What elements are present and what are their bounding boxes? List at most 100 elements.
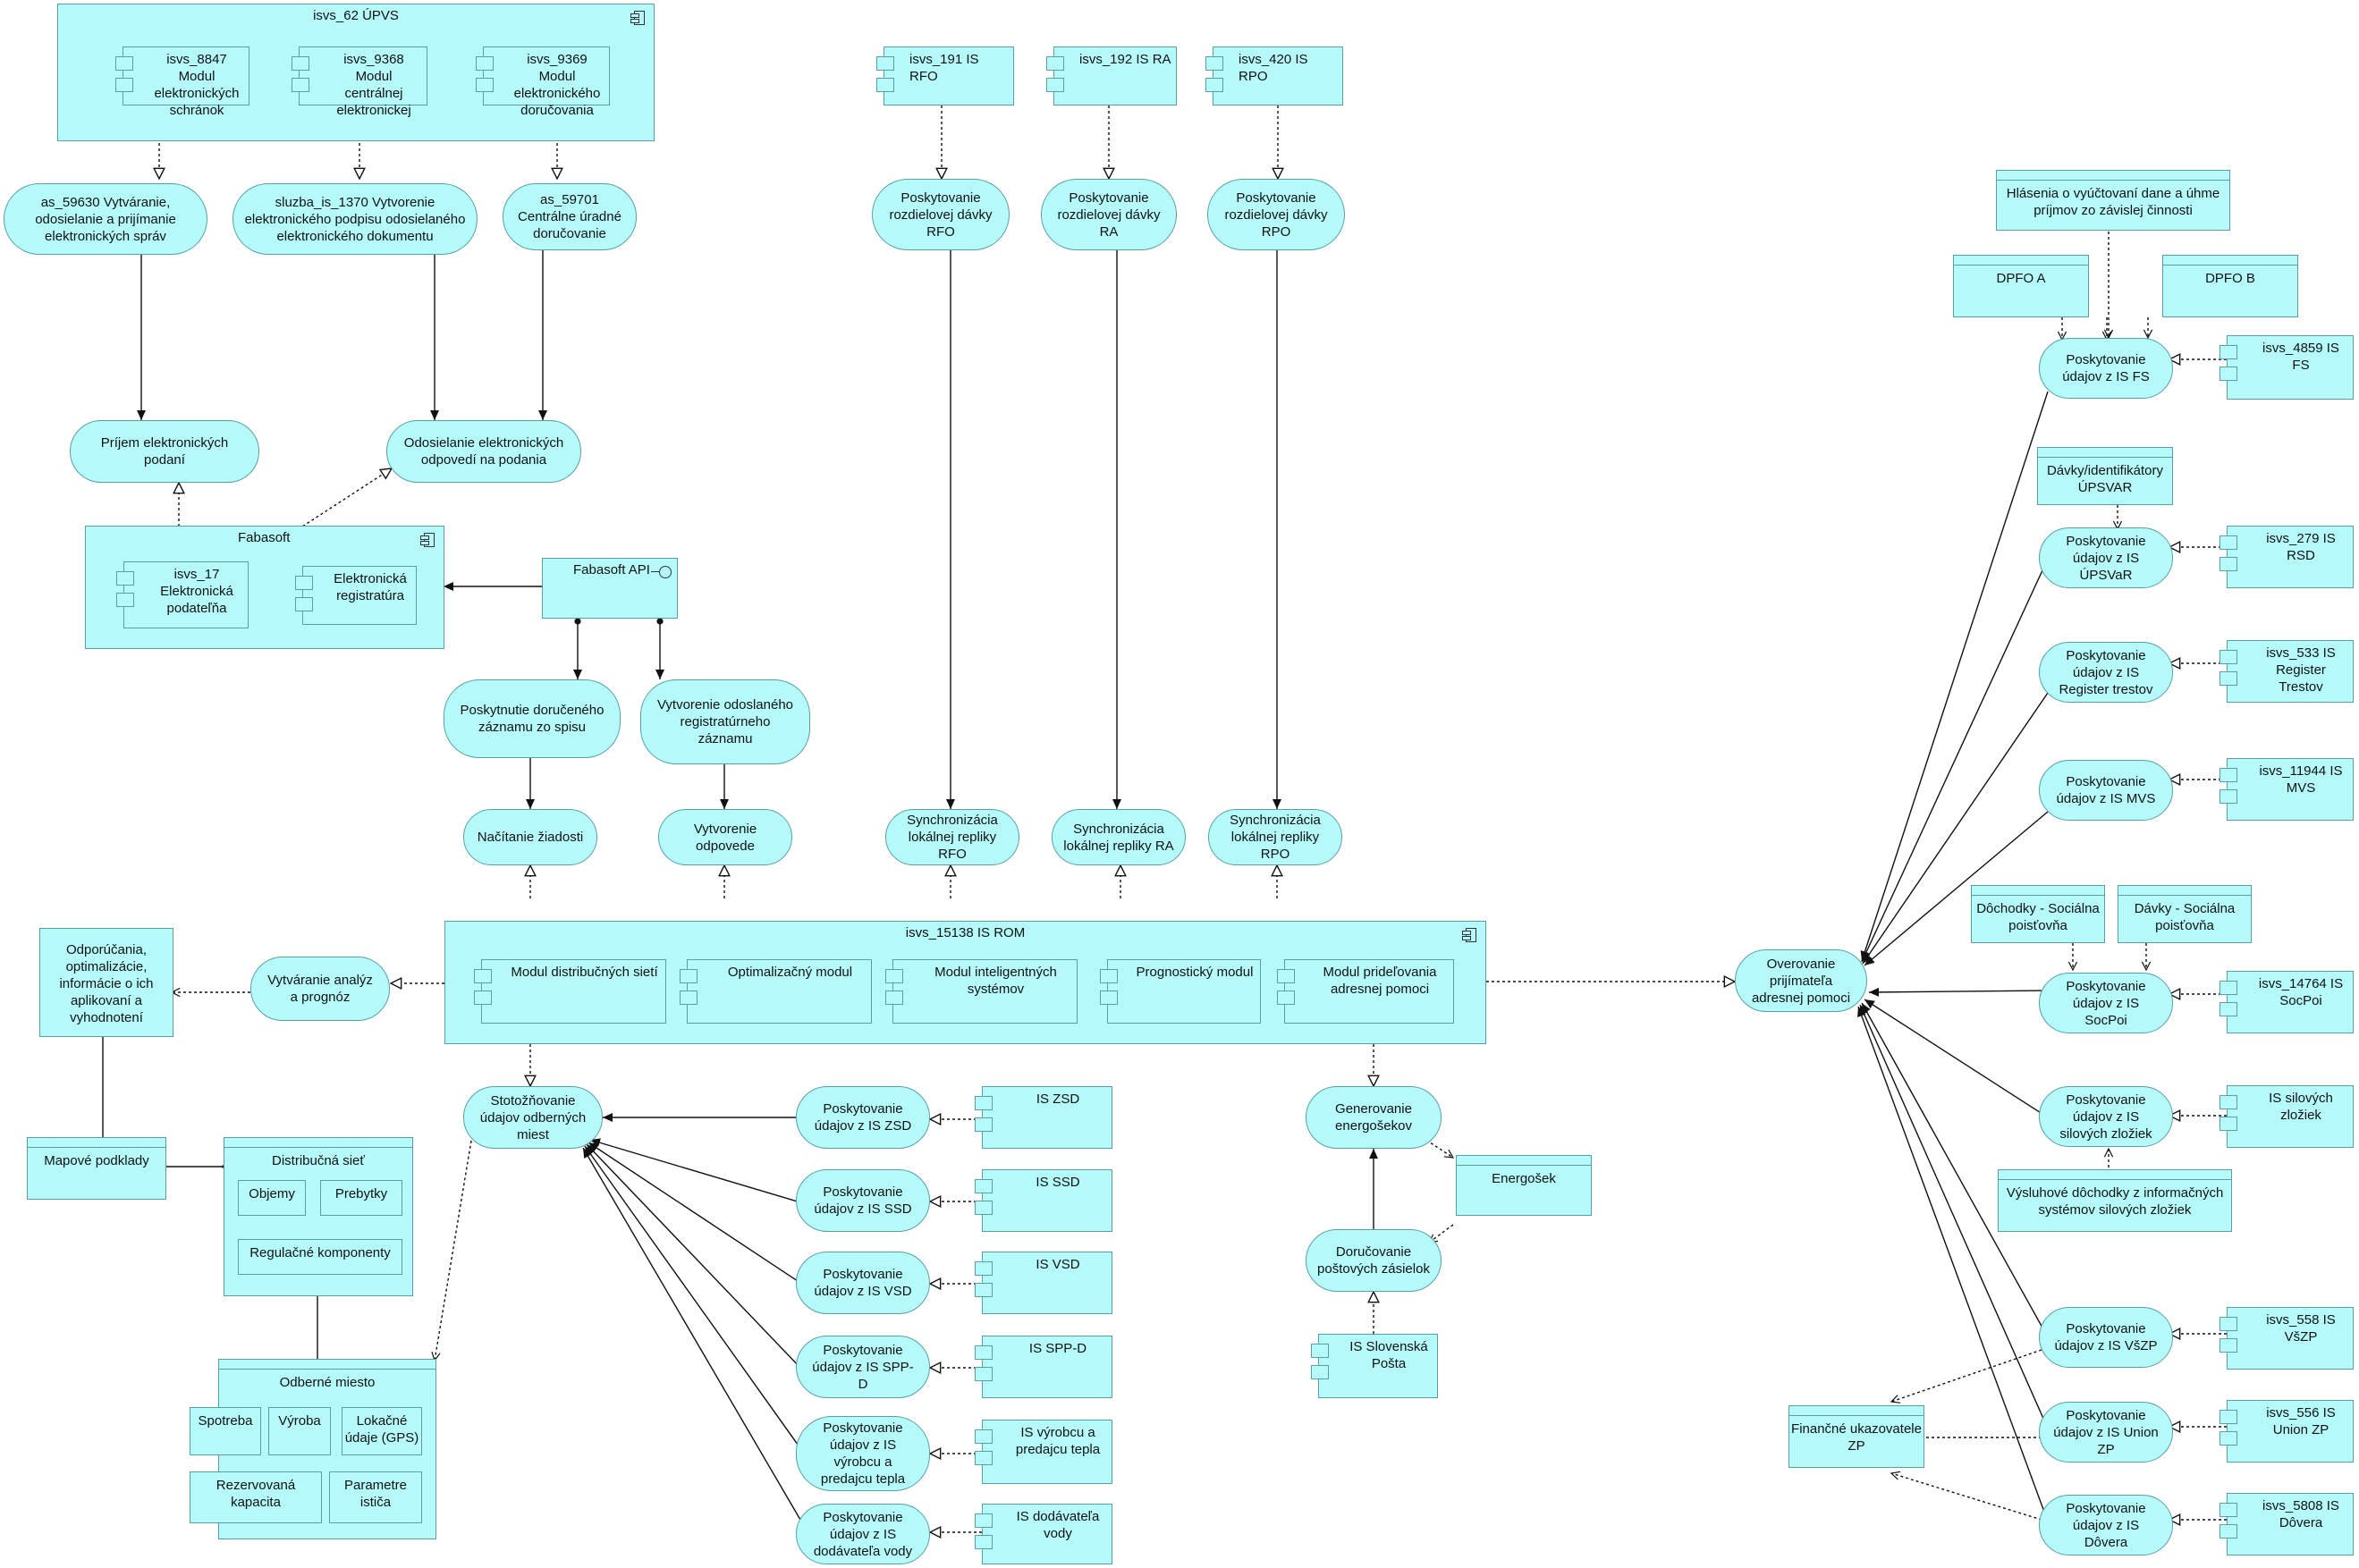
component-isvs-420[interactable]: isvs_420 IS RPO — [1205, 46, 1343, 105]
component-label: IS SSD — [1036, 1175, 1080, 1190]
service-p-fs[interactable]: Poskytovanie údajov z IS FS — [2039, 338, 2173, 399]
object-title: Distribučná sieť — [272, 1153, 365, 1168]
service-p-ssd[interactable]: Poskytovanie údajov z IS SSD — [796, 1169, 930, 1232]
object-dochodky: Dôchodky - Sociálna poisťovňa — [1971, 885, 2105, 943]
service-odosielanie[interactable]: Odosielanie elektronických odpovedí na p… — [386, 420, 581, 483]
service-p-union[interactable]: Poskytovanie údajov z IS Union ZP — [2039, 1402, 2173, 1463]
component-isvs-558[interactable]: isvs_558 IS VšZP — [2219, 1307, 2354, 1370]
component-is-vyrobca[interactable]: IS výrobcu a predajcu tepla — [975, 1420, 1112, 1484]
component-isvs-556[interactable]: isvs_556 IS Union ZP — [2219, 1400, 2354, 1463]
service-p-dovera[interactable]: Poskytovanie údajov z IS Dôvera — [2039, 1495, 2173, 1555]
service-p-upsvar[interactable]: Poskytovanie údajov z IS ÚPSVaR — [2039, 527, 2173, 588]
service-p-vszp[interactable]: Poskytovanie údajov z IS VšZP — [2039, 1307, 2173, 1368]
service-sync-rfo[interactable]: Synchronizácia lokálnej repliky RFO — [885, 809, 1019, 865]
component-label: IS Slovenská Pošta — [1349, 1339, 1428, 1371]
service-p-vsd[interactable]: Poskytovanie údajov z IS VSD — [796, 1252, 930, 1314]
object-davky-upsvar: Dávky/identifikátory ÚPSVAR — [2037, 447, 2173, 505]
object-energosek: Energošek — [1456, 1155, 1592, 1216]
service-p-vyrobca[interactable]: Poskytovanie údajov z IS výrobcu a preda… — [796, 1416, 930, 1491]
component-label: isvs_191 IS RFO — [909, 52, 979, 84]
object-hlasenia: Hlásenia o vyúčtovaní dane a úhme príjmo… — [1996, 170, 2230, 231]
service-sync-ra[interactable]: Synchronizácia lokálnej repliky RA — [1052, 809, 1186, 865]
service-dorucovanie[interactable]: Doručovanie poštových zásielok — [1306, 1229, 1442, 1292]
object-odporucania: Odporúčania, optimalizácie, informácie o… — [39, 928, 173, 1037]
component-label: isvs_279 IS RSD — [2266, 531, 2336, 563]
component-is-ssd[interactable]: IS SSD — [975, 1169, 1112, 1232]
component-rom-dist[interactable]: Modul distribučných sietí — [474, 959, 666, 1024]
component-label: isvs_533 IS Register Trestov — [2266, 645, 2336, 695]
service-as-59701[interactable]: as_59701 Centrálne úradné doručovanie — [503, 183, 637, 250]
service-p-dodavatel[interactable]: Poskytovanie údajov z IS dodávateľa vody — [796, 1504, 930, 1564]
component-isvs-8847[interactable]: isvs_8847 Modul elektronických schránok — [115, 46, 249, 118]
object-lokacne: Lokačné údaje (GPS) — [342, 1407, 422, 1455]
component-isvs-192[interactable]: isvs_192 IS RA — [1046, 46, 1177, 105]
service-p-silove[interactable]: Poskytovanie údajov z IS silových zložie… — [2039, 1086, 2173, 1147]
component-rom-prog[interactable]: Prognostický modul — [1100, 959, 1261, 1024]
component-label: isvs_11944 IS MVS — [2259, 763, 2343, 796]
service-pd-rpo[interactable]: Poskytovanie rozdielovej dávky RPO — [1207, 179, 1345, 250]
object-vysluhove: Výsluhové dôchodky z informačných systém… — [1998, 1169, 2232, 1232]
service-analyzy[interactable]: Vytváranie analýz a prognóz — [250, 957, 390, 1021]
component-icon — [630, 11, 645, 25]
service-prijem[interactable]: Príjem elektronických podaní — [70, 420, 259, 483]
component-label: isvs_9369 Modul elektronického doručovan… — [513, 52, 601, 118]
component-is-posta[interactable]: IS Slovenská Pošta — [1311, 1334, 1438, 1398]
service-stotoznovanie[interactable]: Stotožňovanie údajov odberných miest — [463, 1086, 603, 1149]
rom-group-title: isvs_15138 IS ROM — [905, 925, 1026, 940]
service-p-socpoi[interactable]: Poskytovanie údajov z IS SocPoi — [2039, 973, 2173, 1033]
service-sync-rpo[interactable]: Synchronizácia lokálnej repliky RPO — [1208, 809, 1342, 865]
component-isvs-11944[interactable]: isvs_11944 IS MVS — [2219, 758, 2354, 821]
component-isvs-191[interactable]: isvs_191 IS RFO — [876, 46, 1014, 105]
component-label: IS ZSD — [1036, 1092, 1080, 1107]
component-isvs-9368[interactable]: isvs_9368 Modul centrálnej elektronickej — [292, 46, 427, 118]
service-overovanie[interactable]: Overovanie prijímateľa adresnej pomoci — [1735, 949, 1867, 1012]
component-isvs-5808[interactable]: isvs_5808 IS Dôvera — [2219, 1493, 2354, 1555]
object-dpfo-a: DPFO A — [1953, 255, 2089, 317]
component-label: Optimalizačný modul — [727, 965, 853, 980]
service-pd-rfo[interactable]: Poskytovanie rozdielovej dávky RFO — [872, 179, 1010, 250]
component-rom-int[interactable]: Modul inteligentných systémov — [885, 959, 1078, 1024]
component-isvs-4859[interactable]: isvs_4859 IS FS — [2219, 335, 2354, 400]
service-sluzba-1370[interactable]: sluzba_is_1370 Vytvorenie elektronického… — [233, 183, 478, 255]
service-vytvorenie-odpovede[interactable]: Vytvorenie odpovede — [658, 809, 792, 865]
service-p-trestov[interactable]: Poskytovanie údajov z IS Register tresto… — [2039, 642, 2173, 703]
component-is-dodavatel[interactable]: IS dodávateľa vody — [975, 1504, 1112, 1564]
fabasoft-api-interface[interactable]: Fabasoft API — [542, 558, 678, 619]
service-as-59630[interactable]: as_59630 Vytváranie, odosielanie a prijí… — [4, 183, 207, 255]
component-rom-pridel[interactable]: Modul prideľovania adresnej pomoci — [1277, 959, 1454, 1024]
component-label: isvs_420 IS RPO — [1239, 52, 1308, 84]
service-vytvorenie-zaznamu[interactable]: Vytvorenie odoslaného registratúrneho zá… — [640, 679, 810, 764]
service-nacitanie[interactable]: Načítanie žiadosti — [463, 809, 597, 865]
object-regulacne: Regulačné komponenty — [238, 1239, 402, 1275]
component-isvs-533[interactable]: isvs_533 IS Register Trestov — [2219, 640, 2354, 703]
component-label: Elektronická registratúra — [334, 571, 407, 603]
component-label: isvs_556 IS Union ZP — [2266, 1405, 2336, 1437]
component-is-silove[interactable]: IS silových zložiek — [2219, 1085, 2354, 1148]
component-is-zsd[interactable]: IS ZSD — [975, 1086, 1112, 1149]
service-p-zsd[interactable]: Poskytovanie údajov z IS ZSD — [796, 1086, 930, 1149]
service-generovanie[interactable]: Generovanie energošekov — [1306, 1086, 1442, 1149]
component-elektronicka-registratura[interactable]: Elektronická registratúra — [295, 566, 417, 625]
component-icon — [1462, 928, 1476, 942]
component-isvs-9369[interactable]: isvs_9369 Modul elektronického doručovan… — [476, 46, 610, 118]
component-label: isvs_8847 Modul elektronických schránok — [154, 52, 240, 118]
component-is-sppd[interactable]: IS SPP-D — [975, 1336, 1112, 1398]
component-label: Modul distribučných sietí — [511, 965, 658, 980]
component-isvs-17[interactable]: isvs_17 Elektronická podateľňa — [116, 561, 249, 628]
service-p-sppd[interactable]: Poskytovanie údajov z IS SPP-D — [796, 1336, 930, 1398]
service-p-mvs[interactable]: Poskytovanie údajov z IS MVS — [2039, 760, 2173, 821]
component-label: isvs_17 Elektronická podateľňa — [160, 567, 233, 616]
component-isvs-279[interactable]: isvs_279 IS RSD — [2219, 526, 2354, 588]
service-poskytnutie[interactable]: Poskytnutie doručeného záznamu zo spisu — [444, 679, 621, 758]
service-pd-ra[interactable]: Poskytovanie rozdielovej dávky RA — [1041, 179, 1177, 250]
component-icon — [420, 533, 435, 547]
component-isvs-14764[interactable]: isvs_14764 IS SocPoi — [2219, 971, 2354, 1033]
interface-label: Fabasoft API — [573, 562, 650, 577]
component-label: isvs_5808 IS Dôvera — [2262, 1498, 2339, 1530]
component-label: IS silových zložiek — [2269, 1091, 2333, 1123]
component-rom-opt[interactable]: Optimalizačný modul — [680, 959, 872, 1024]
component-label: isvs_192 IS RA — [1079, 52, 1171, 67]
object-spotreba: Spotreba — [190, 1407, 261, 1455]
component-is-vsd[interactable]: IS VSD — [975, 1252, 1112, 1314]
